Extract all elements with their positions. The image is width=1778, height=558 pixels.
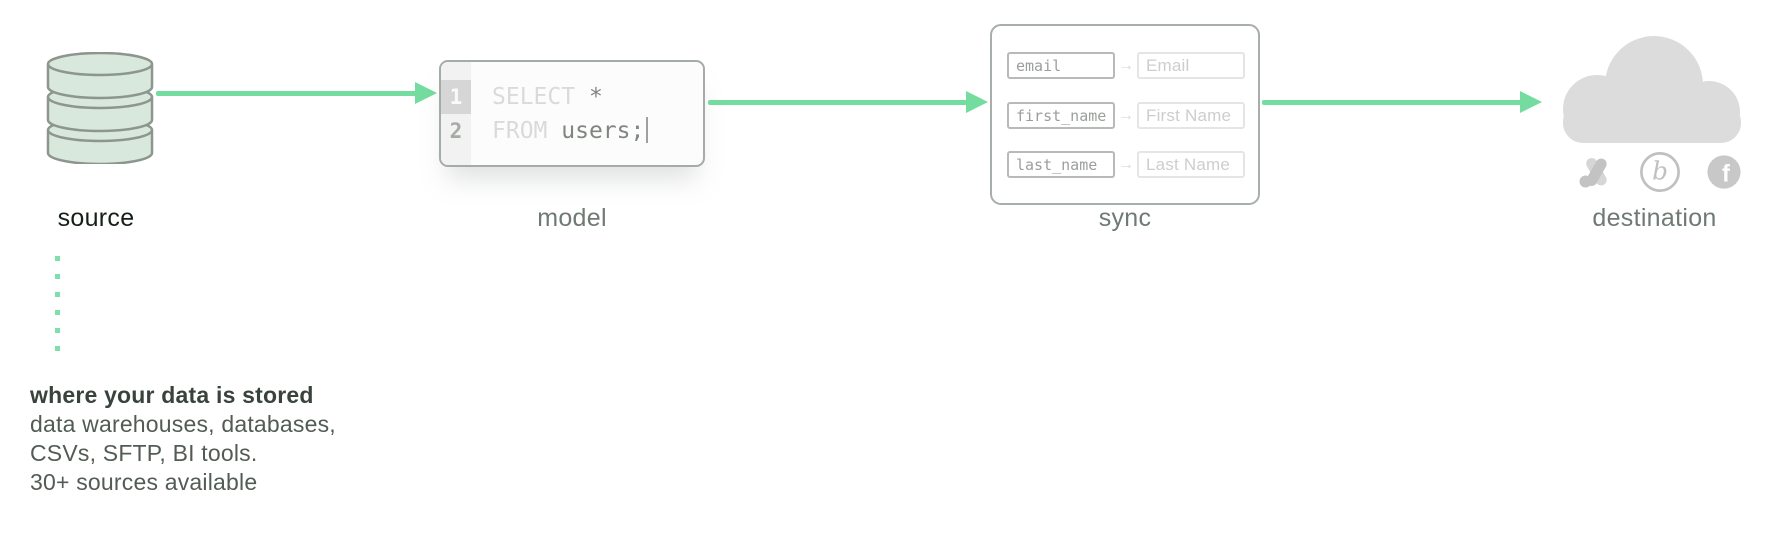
sql-code: * bbox=[588, 84, 603, 110]
mapping-arrow-icon: → bbox=[1118, 56, 1134, 74]
source-note-heading: where your data is stored bbox=[30, 382, 314, 408]
svg-text:f: f bbox=[1722, 161, 1730, 187]
mapping-row: first_name → First Name bbox=[1007, 102, 1245, 129]
code-gutter: 1 2 bbox=[441, 62, 471, 165]
arrow-source-to-model-head bbox=[415, 82, 437, 104]
facebook-icon: f bbox=[1707, 155, 1741, 189]
line-number: 2 bbox=[449, 119, 463, 143]
source-field: last_name bbox=[1007, 151, 1115, 178]
model-code-editor: 1 2 SELECT * FROM users; bbox=[439, 60, 705, 167]
sql-code: users; bbox=[561, 118, 645, 144]
braze-icon: b bbox=[1640, 152, 1680, 192]
mapping-arrow-icon: → bbox=[1118, 155, 1134, 173]
source-field: email bbox=[1007, 52, 1115, 79]
source-note-line: CSVs, SFTP, BI tools. bbox=[30, 440, 258, 466]
dotted-connector bbox=[55, 328, 60, 333]
dotted-connector bbox=[55, 292, 60, 297]
sql-keyword: FROM bbox=[492, 118, 562, 144]
dotted-connector bbox=[55, 310, 60, 315]
arrow-sync-to-destination-head bbox=[1520, 91, 1542, 113]
line-number: 1 bbox=[441, 80, 471, 114]
code-line: SELECT * bbox=[471, 80, 703, 114]
dotted-connector bbox=[55, 346, 60, 351]
source-note: where your data is stored data warehouse… bbox=[30, 381, 336, 497]
arrow-sync-to-destination bbox=[1262, 100, 1522, 105]
source-note-line: data warehouses, databases, bbox=[30, 411, 336, 437]
source-field: first_name bbox=[1007, 102, 1115, 129]
mapping-row: last_name → Last Name bbox=[1007, 151, 1245, 178]
text-cursor bbox=[646, 117, 649, 143]
destination-logos: b f bbox=[1578, 150, 1742, 194]
arrow-model-to-sync-head bbox=[966, 91, 988, 113]
stage-label-source[interactable]: source bbox=[57, 204, 135, 232]
google-ads-icon bbox=[1579, 158, 1607, 188]
mapping-row: email → Email bbox=[1007, 52, 1245, 79]
arrow-source-to-model bbox=[156, 91, 418, 96]
destination-field: Email bbox=[1137, 52, 1245, 79]
database-icon bbox=[46, 52, 154, 164]
arrow-model-to-sync bbox=[708, 100, 968, 105]
destination-field: First Name bbox=[1137, 102, 1245, 129]
dotted-connector bbox=[55, 274, 60, 279]
sync-mapping-panel: email → Email first_name → First Name la… bbox=[990, 24, 1260, 205]
sql-keyword: SELECT bbox=[492, 84, 589, 110]
stage-label-model[interactable]: model bbox=[537, 204, 607, 232]
destination-field: Last Name bbox=[1137, 151, 1245, 178]
svg-text:b: b bbox=[1652, 157, 1668, 186]
dotted-connector bbox=[55, 256, 60, 261]
source-note-line: 30+ sources available bbox=[30, 469, 258, 495]
stage-label-destination[interactable]: destination bbox=[1592, 204, 1717, 232]
mapping-arrow-icon: → bbox=[1118, 106, 1134, 124]
cloud-icon bbox=[1563, 36, 1741, 143]
stage-label-sync[interactable]: sync bbox=[1098, 204, 1152, 232]
code-line: FROM users; bbox=[471, 114, 703, 148]
